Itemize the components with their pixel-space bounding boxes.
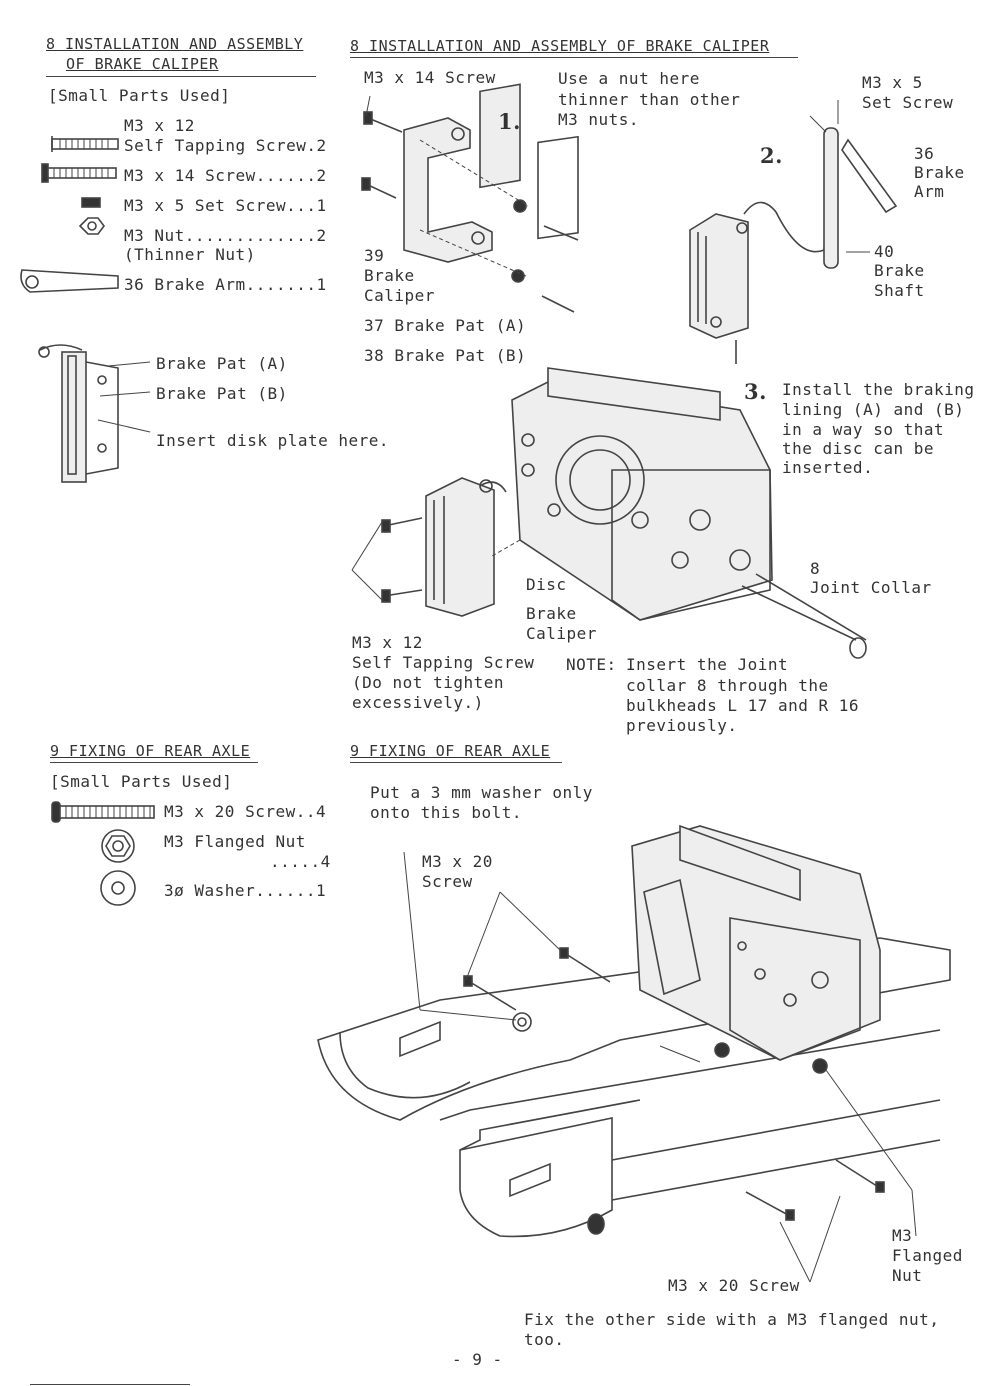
- sec9-flanged-line2: Flanged: [892, 1246, 963, 1265]
- sec9-part-flanged-nut: M3 Flanged Nut: [164, 832, 306, 851]
- callout-insert-disk: Insert disk plate here.: [156, 431, 390, 450]
- sec9-right-title: 9 FIXING OF REAR AXLE: [350, 742, 551, 760]
- step3-disc-label: Disc: [526, 575, 567, 594]
- step1-pat-a-label: Brake Pat (A): [394, 316, 527, 335]
- brake-arm-icon: [20, 269, 119, 293]
- caliper-side-view: [38, 344, 151, 483]
- part-self-tapping-screw: Self Tapping Screw.2: [124, 136, 327, 155]
- sec9-flanged-line3: Nut: [892, 1266, 923, 1285]
- sec9-screw-label1: M3 x 20: [422, 852, 493, 871]
- step3-number: 3.: [744, 379, 767, 404]
- m3x14-screw-icon: [41, 163, 117, 183]
- part-brake-arm: 36 Brake Arm.......1: [124, 275, 327, 295]
- sec9-part-m3x20: M3 x 20 Screw..4: [164, 802, 327, 821]
- step3-line4: the disc can be: [782, 439, 934, 458]
- sec8-left-rule: [46, 76, 316, 77]
- callout-brake-pat-b: Brake Pat (B): [156, 384, 288, 403]
- step1-pat-b-number: 38: [364, 346, 385, 365]
- step1-caliper-number: 39: [364, 246, 385, 265]
- sec9-left-rule: [50, 762, 258, 763]
- step2-setscrew-label1: M3 x 5: [862, 73, 923, 92]
- page-number: - 9 -: [452, 1350, 503, 1369]
- step3-line3: in a way so that: [782, 420, 945, 439]
- sec8-left-title-line1: 8 INSTALLATION AND ASSEMBLY: [46, 35, 304, 53]
- step3-caliper-label2: Caliper: [526, 624, 597, 643]
- step3-line5: inserted.: [782, 458, 874, 477]
- step2-arm-label1: Brake: [914, 163, 965, 182]
- step1-number: 1.: [498, 109, 521, 134]
- sec9-part-flanged-nut-qty: .....4: [270, 852, 331, 871]
- step1-caliper-label2: Caliper: [364, 286, 435, 305]
- step1-note-line3: M3 nuts.: [558, 110, 640, 129]
- step3-screw-line3: (Do not tighten: [352, 673, 504, 692]
- bottom-rule: [30, 1384, 190, 1385]
- sec8-right-rule: [350, 57, 798, 58]
- set-screw-icon: [81, 197, 101, 208]
- sec9-washer-note-line2: onto this bolt.: [370, 803, 522, 822]
- step2-arm-label2: Arm: [914, 182, 945, 201]
- part-m3-nut-note: (Thinner Nut): [124, 245, 256, 264]
- step2-setscrew-label2: Set Screw: [862, 93, 954, 112]
- step1-pat-b: 38 Brake Pat (B): [364, 346, 526, 366]
- step1-m3x14-label: M3 x 14 Screw: [364, 68, 496, 87]
- sec9-flanged-line1: M3: [892, 1226, 913, 1245]
- step2-arm-number: 36: [914, 144, 935, 163]
- sec8-left-title-line2: OF BRAKE CALIPER: [66, 55, 219, 73]
- step2-shaft-label1: Brake: [874, 261, 925, 280]
- step1-pat-a: 37 Brake Pat (A): [364, 316, 526, 336]
- step1-pat-b-label: Brake Pat (B): [394, 346, 527, 365]
- sec8-right-title: 8 INSTALLATION AND ASSEMBLY OF BRAKE CAL…: [350, 37, 770, 55]
- sec9-footer-line2: too.: [524, 1330, 565, 1349]
- rear-axle-assembly: [317, 824, 951, 1283]
- step3-screw-line2: Self Tapping Screw: [352, 653, 535, 672]
- step3-note-line3: bulkheads L 17 and R 16: [626, 696, 860, 715]
- step3-caliper-label1: Brake: [526, 604, 577, 623]
- part-m3x14-screw: M3 x 14 Screw......2: [124, 166, 327, 185]
- sec9-footer-line1: Fix the other side with a M3 flanged nut…: [524, 1310, 940, 1329]
- step2-number: 2.: [760, 143, 783, 168]
- sec9-right-rule: [350, 762, 562, 763]
- sec9-left-title: 9 FIXING OF REAR AXLE: [50, 742, 251, 760]
- sec9-screw-bottom-label: M3 x 20 Screw: [668, 1276, 800, 1295]
- step3-screw-line4: excessively.): [352, 693, 484, 712]
- washer-icon: [100, 870, 136, 906]
- part-brake-arm-label: Brake Arm.......1: [154, 275, 327, 294]
- part-set-screw: M3 x 5 Set Screw...1: [124, 196, 327, 215]
- part-m3-nut: M3 Nut.............2: [124, 226, 327, 245]
- step3-note-line4: previously.: [626, 716, 738, 735]
- step2-brake-arm-shaft: [689, 100, 898, 364]
- step1-note-line2: thinner than other: [558, 90, 741, 109]
- step3-collar-label: Joint Collar: [810, 578, 932, 597]
- step3-collar-number: 8: [810, 559, 821, 578]
- m3x20-screw-icon: [51, 801, 155, 823]
- callout-brake-pat-a: Brake Pat (A): [156, 354, 288, 373]
- step1-caliper-label1: Brake: [364, 266, 415, 285]
- part-brake-arm-number: 36: [124, 275, 145, 294]
- self-tapping-screw-icon: [51, 136, 119, 152]
- step3-line2: lining (A) and (B): [782, 400, 965, 419]
- sec9-screw-label2: Screw: [422, 872, 473, 891]
- step1-note-line1: Use a nut here: [558, 69, 700, 88]
- step2-shaft-label2: Shaft: [874, 281, 925, 300]
- part-self-tapping-size: M3 x 12: [124, 116, 195, 135]
- step3-line1: Install the braking: [782, 380, 975, 399]
- flanged-nut-icon: [101, 829, 135, 863]
- step2-shaft-number: 40: [874, 242, 895, 261]
- sec9-part-washer: 3ø Washer......1: [164, 881, 327, 900]
- step3-screw-line1: M3 x 12: [352, 633, 423, 652]
- step3-note-label: NOTE:: [566, 655, 617, 674]
- step1-pat-a-number: 37: [364, 316, 385, 335]
- step3-note-line2: collar 8 through the: [626, 676, 829, 695]
- sec9-parts-label: [Small Parts Used]: [50, 772, 233, 791]
- nut-icon: [78, 217, 105, 235]
- step3-note-line1: Insert the Joint: [626, 655, 789, 674]
- sec8-parts-label: [Small Parts Used]: [48, 86, 231, 105]
- sec9-washer-note-line1: Put a 3 mm washer only: [370, 783, 593, 802]
